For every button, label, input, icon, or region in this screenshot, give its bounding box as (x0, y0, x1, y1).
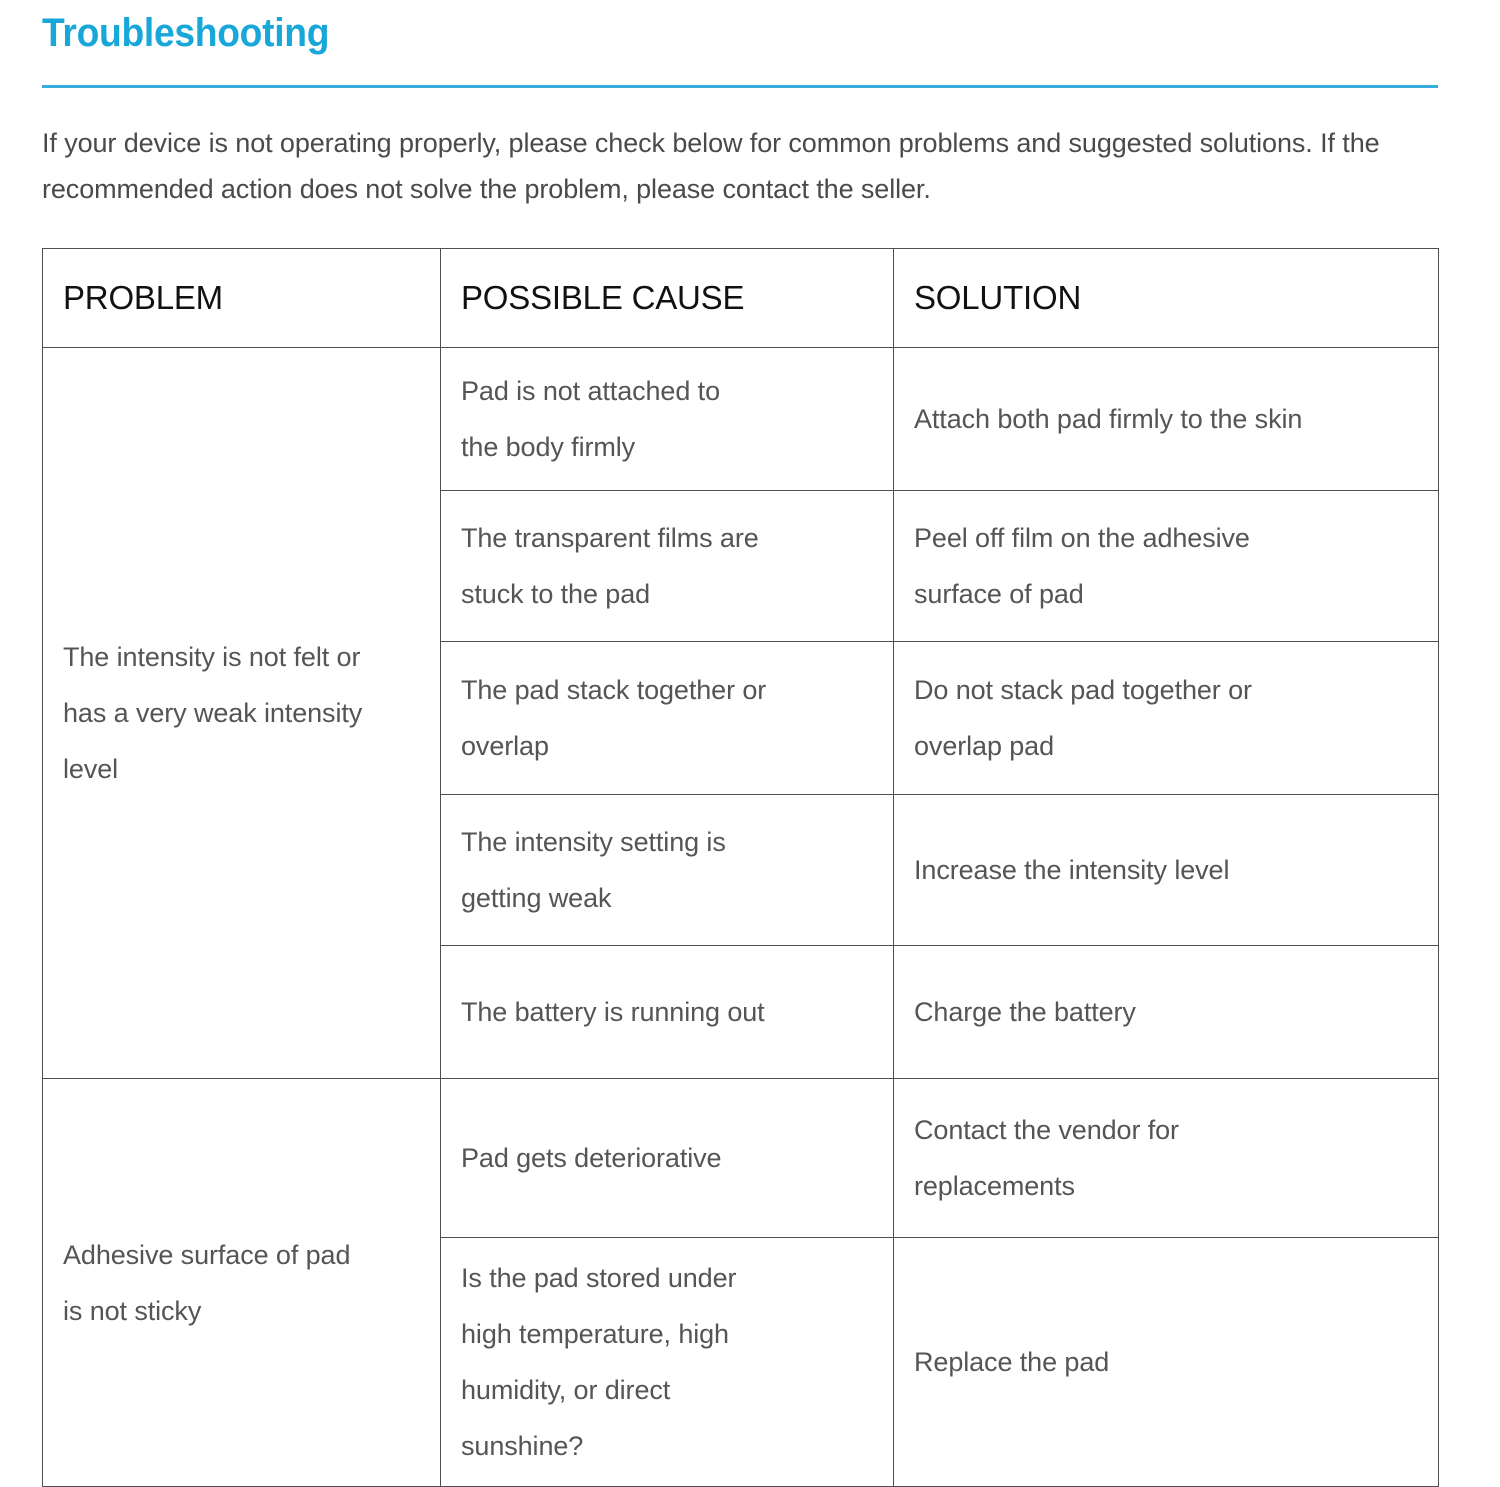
solution-line: Attach both pad firmly to the skin (914, 404, 1303, 434)
problem-line: Adhesive surface of pad (63, 1239, 351, 1270)
cause-line: getting weak (461, 883, 612, 913)
table-row: The transparent films are stuck to the p… (43, 490, 1439, 642)
troubleshooting-table-wrapper: PROBLEM POSSIBLE CAUSE SOLUTION The inte… (42, 248, 1439, 1487)
table-header-row: PROBLEM POSSIBLE CAUSE SOLUTION (42, 248, 1439, 348)
table-row: The intensity setting is getting weak In… (43, 794, 1439, 946)
column-header-possible-cause: POSSIBLE CAUSE (440, 248, 894, 348)
solution-line: Replace the pad (914, 1347, 1110, 1377)
solution-cell: Peel off film on the adhesive surface of… (893, 490, 1439, 642)
problem-line: has a very weak intensity (63, 698, 363, 728)
cause-line: The pad stack together or (461, 675, 767, 705)
column-header-problem: PROBLEM (42, 248, 441, 348)
cause-line: The transparent films are (461, 523, 759, 553)
cause-line: overlap (461, 731, 549, 761)
cause-cell: The transparent films are stuck to the p… (440, 490, 894, 642)
cause-line: the body firmly (461, 432, 636, 462)
cause-cell: The intensity setting is getting weak (440, 794, 894, 946)
solution-cell: Attach both pad firmly to the skin (893, 347, 1439, 491)
solution-line: Do not stack pad together or (914, 675, 1252, 705)
solution-line: surface of pad (914, 579, 1084, 609)
cause-cell: Is the pad stored under high temperature… (440, 1237, 894, 1487)
solution-line: Increase the intensity level (914, 855, 1230, 885)
troubleshooting-page: Troubleshooting If your device is not op… (42, 11, 1439, 1487)
table-row: The intensity is not felt or has a very … (42, 347, 1439, 1079)
cause-cell: Pad is not attached to the body firmly (440, 347, 894, 491)
cause-line: The intensity setting is (461, 827, 726, 857)
page-title: Troubleshooting (42, 11, 330, 55)
cause-cell: Pad gets deteriorative (440, 1078, 894, 1238)
cause-cell: The pad stack together or overlap (440, 641, 894, 795)
table-row: The pad stack together or overlap Do not… (43, 641, 1439, 795)
cause-line: stuck to the pad (461, 579, 651, 609)
cause-line: Pad gets deteriorative (461, 1143, 722, 1173)
solution-cell: Charge the battery (893, 945, 1439, 1079)
intro-paragraph: If your device is not operating properly… (42, 128, 1380, 204)
solution-cell: Replace the pad (893, 1237, 1439, 1487)
solution-cell: Increase the intensity level (893, 794, 1439, 946)
table-head: PROBLEM POSSIBLE CAUSE SOLUTION (42, 248, 1439, 348)
cause-line: Is the pad stored under (461, 1263, 737, 1293)
solution-line: Peel off film on the adhesive (914, 523, 1250, 553)
solution-line: overlap pad (914, 731, 1055, 761)
problem-line: level (63, 754, 119, 784)
table-body: The intensity is not felt or has a very … (42, 347, 1439, 1487)
solution-line: Charge the battery (914, 997, 1136, 1027)
table-row: Adhesive surface of pad is not sticky Pa… (42, 1078, 1439, 1487)
cause-line: Pad is not attached to (461, 376, 720, 406)
cause-line: humidity, or direct (461, 1375, 671, 1405)
problem-cell-group-2: Adhesive surface of pad is not sticky (42, 1078, 441, 1487)
problem-cell-group-1: The intensity is not felt or has a very … (42, 347, 441, 1079)
problem-line: is not sticky (63, 1295, 202, 1326)
cause-cell: The battery is running out (440, 945, 894, 1079)
cause-line: The battery is running out (461, 997, 765, 1027)
solution-cell: Do not stack pad together or overlap pad (893, 641, 1439, 795)
troubleshooting-table: PROBLEM POSSIBLE CAUSE SOLUTION The inte… (42, 248, 1439, 1487)
solution-line: Contact the vendor for (914, 1115, 1179, 1145)
cause-line: high temperature, high (461, 1319, 729, 1349)
cause-line: sunshine? (461, 1431, 584, 1461)
title-divider (42, 85, 1438, 88)
problem-line: The intensity is not felt or (63, 642, 361, 672)
column-header-solution: SOLUTION (893, 248, 1439, 348)
solution-cell: Contact the vendor for replacements (893, 1078, 1439, 1238)
solution-line: replacements (914, 1171, 1075, 1201)
